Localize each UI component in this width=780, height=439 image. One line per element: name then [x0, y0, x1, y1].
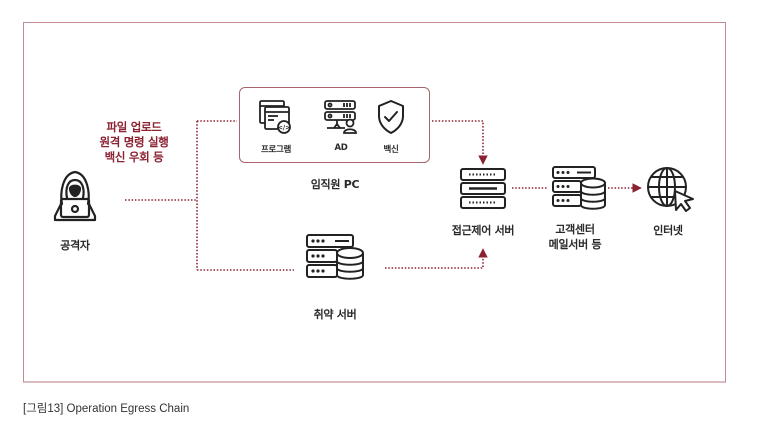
server-database-icon [552, 166, 606, 210]
edge-vuln-to-access-control [385, 248, 488, 269]
internet-label: 인터넷 [653, 224, 683, 237]
program-window-code-icon: </> [259, 100, 291, 134]
mail-server-label-line: 고객센터 [555, 223, 595, 236]
mail-server-label: 고객센터 메일서버 등 [535, 222, 615, 252]
edge-pc-to-access-control [432, 120, 488, 165]
server-user-icon [324, 100, 357, 134]
shield-check-icon [378, 100, 404, 134]
pc-item-label: 프로그램 [260, 145, 292, 155]
attack-actions-label: 파일 업로드 원격 명령 실행 백신 우회 등 [78, 120, 190, 165]
attack-action: 원격 명령 실행 [99, 135, 169, 149]
employee-pc-label: 임직원 PC [310, 178, 360, 191]
pc-item-label: AD [334, 143, 348, 153]
employee-pc-group [239, 87, 430, 163]
attacker-label: 공격자 [60, 239, 90, 252]
diagram-frame [23, 22, 726, 383]
server-database-icon [306, 234, 364, 280]
attack-action: 파일 업로드 [106, 120, 162, 134]
pc-item-label: 백신 [383, 145, 399, 155]
attack-action: 백신 우회 등 [104, 150, 164, 164]
globe-cursor-icon [647, 167, 694, 212]
mail-server-label-line: 메일서버 등 [548, 238, 602, 251]
figure-caption: [그림13] Operation Egress Chain [23, 403, 190, 415]
svg-text:</>: </> [278, 125, 290, 132]
vulnerable-server-label: 취약 서버 [313, 308, 357, 321]
hooded-hacker-laptop-icon [53, 170, 97, 222]
server-rack-icon [460, 168, 506, 209]
access-control-server-label: 접근제어 서버 [451, 224, 515, 237]
